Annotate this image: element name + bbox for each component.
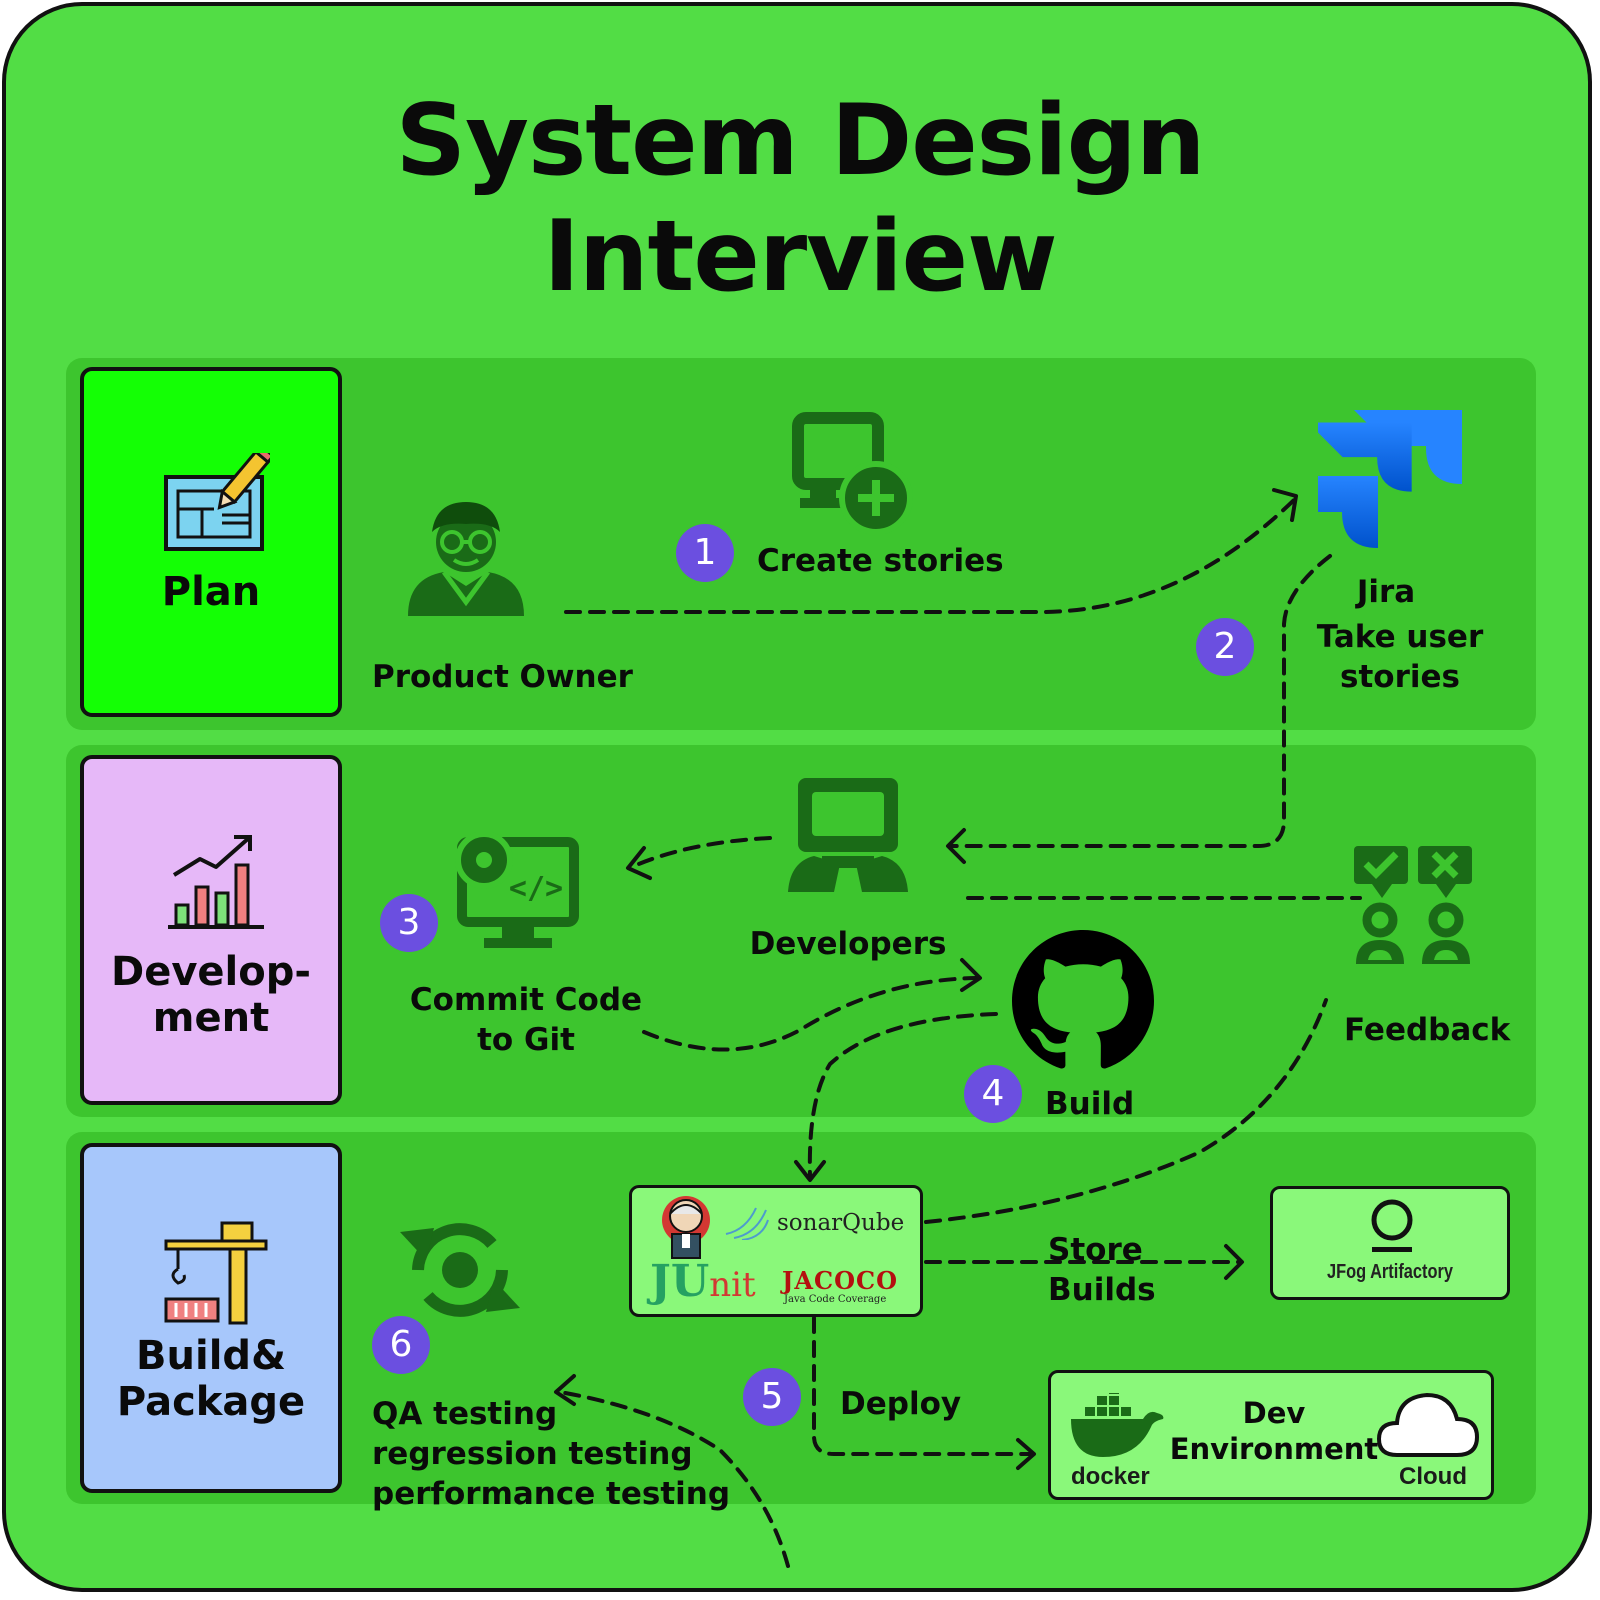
jira-label: Jira — [1356, 574, 1416, 610]
build-package-label: Build& Package — [116, 1333, 306, 1425]
dev-environment-box: docker Dev Environment Cloud — [1048, 1370, 1494, 1500]
build-package-stage: Build& Package — [80, 1143, 342, 1493]
jira-icon — [1318, 410, 1462, 548]
connector-tools-to-deploy — [812, 1316, 1032, 1456]
build-label: Build — [1045, 1086, 1135, 1122]
arrowhead-tools — [794, 1160, 826, 1182]
connector-commit-to-github — [642, 976, 978, 1052]
connector-to-qa — [558, 1390, 790, 1568]
step-2-badge: 2 — [1196, 618, 1254, 676]
plan-label: Plan — [161, 569, 261, 615]
connector-jira-to-developers — [948, 554, 1332, 848]
cloud-icon — [1377, 1392, 1480, 1457]
arrowhead-qa — [554, 1374, 576, 1406]
junit-logo: JUnit — [650, 1256, 756, 1307]
cloud-label: Cloud — [1399, 1463, 1467, 1490]
arrowhead-commit — [626, 846, 652, 880]
jfrog-logo-icon — [1371, 1199, 1413, 1252]
sonarqube-logo: sonarQube — [777, 1210, 905, 1236]
svg-text:</>: </> — [509, 871, 563, 906]
step-6-badge: 6 — [372, 1316, 430, 1374]
connector-github-to-tools — [807, 1012, 998, 1178]
connector-developers-to-commit — [632, 836, 772, 868]
monitor-add-icon — [792, 412, 913, 534]
arrowhead-jira — [1272, 488, 1298, 522]
dev-environment-label: Dev Environment — [1169, 1396, 1379, 1466]
developers-icon — [788, 778, 908, 892]
title-line-2: Interview — [543, 200, 1057, 314]
product-owner-icon — [408, 502, 524, 616]
crane-icon — [164, 1221, 268, 1325]
step-1-badge: 1 — [676, 524, 734, 582]
step-5-badge: 5 — [743, 1368, 801, 1426]
step-3-badge: 3 — [380, 894, 438, 952]
arrowhead-github — [960, 958, 982, 992]
sonarqube-waves-icon — [725, 1207, 769, 1240]
jacoco-subtitle: Java Code Coverage — [784, 1294, 887, 1305]
arrowhead-deploy — [1016, 1438, 1036, 1470]
developers-label: Developers — [749, 926, 947, 962]
qa-cycle-icon — [400, 1223, 520, 1317]
jenkins-icon — [662, 1196, 710, 1259]
docker-label: docker — [1071, 1463, 1150, 1490]
product-owner-label: Product Owner — [372, 659, 633, 695]
title-line-1: System Design — [395, 84, 1206, 198]
development-stage: Develop- ment — [80, 755, 342, 1105]
connector-tools-to-feedback — [924, 998, 1328, 1224]
jacoco-logo: JACOCO — [782, 1266, 898, 1295]
deploy-label: Deploy — [840, 1386, 962, 1422]
feedback-icon — [1354, 846, 1472, 964]
blueprint-pencil-icon — [164, 453, 270, 551]
arrowhead-developers — [946, 828, 966, 864]
jfrog-artifactory-box: JFog Artifactory — [1270, 1186, 1510, 1300]
connector-owner-to-jira — [564, 496, 1298, 614]
create-stories-label: Create stories — [757, 543, 1004, 579]
feedback-label: Feedback — [1344, 1012, 1511, 1048]
jfrog-label: JFog Artifactory — [1326, 1261, 1454, 1283]
growth-chart-icon — [168, 835, 264, 929]
qa-testing-label: QA testing regression testing performanc… — [372, 1396, 731, 1512]
step-4-badge: 4 — [964, 1065, 1022, 1123]
commit-code-label: Commit Code to Git — [409, 982, 643, 1058]
arrowhead-artifactory — [1224, 1244, 1244, 1280]
plan-stage: Plan — [80, 367, 342, 717]
ci-tools-box: sonarQube JUnit JACOCO Java Code Coverag… — [629, 1185, 923, 1317]
docker-whale-icon — [1071, 1393, 1164, 1457]
take-user-stories-label: Take user stories — [1316, 619, 1484, 695]
store-builds-label: Store Builds — [1048, 1232, 1156, 1308]
development-label: Develop- ment — [111, 949, 311, 1041]
code-monitor-gear-icon: </> — [455, 832, 579, 948]
github-icon — [1012, 930, 1154, 1069]
